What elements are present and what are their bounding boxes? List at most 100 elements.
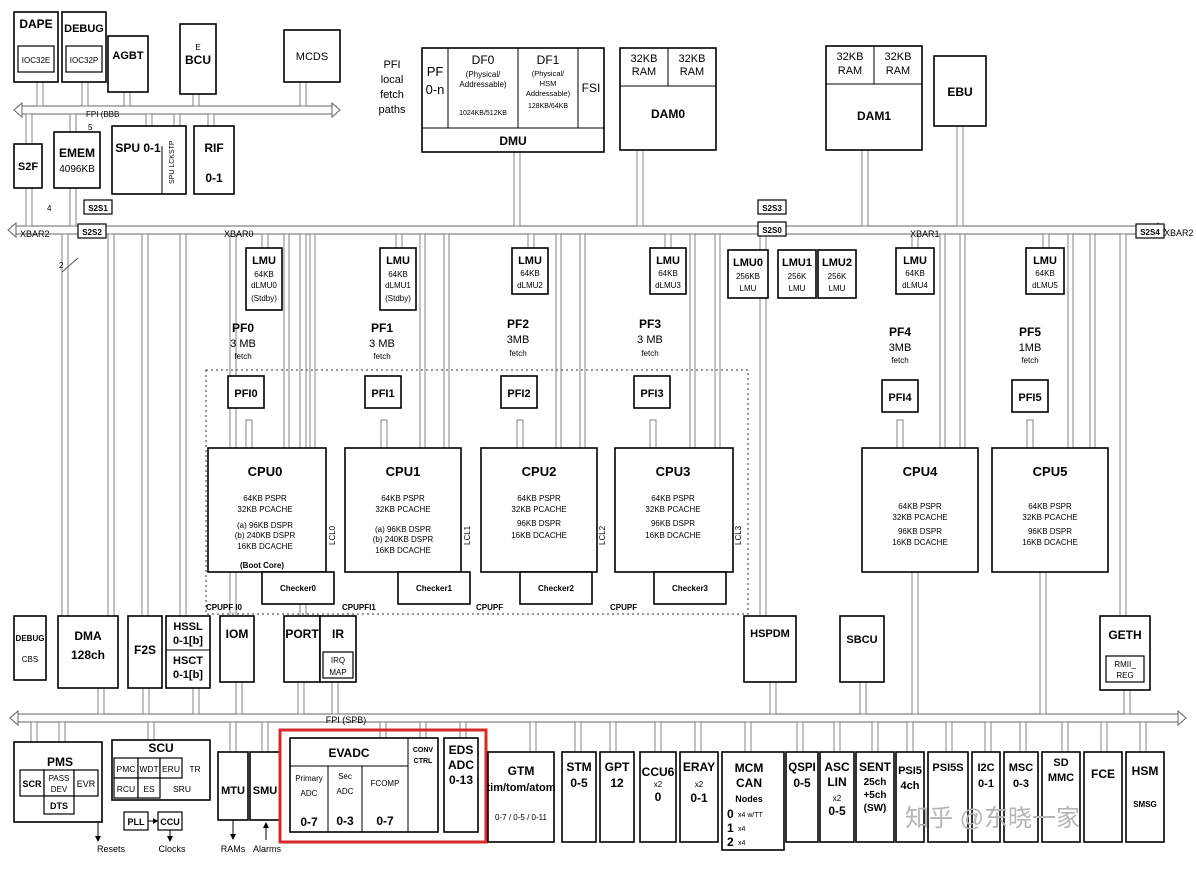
df1-label: DF1: [537, 53, 560, 67]
cpu5-name: CPU5: [1033, 464, 1068, 479]
dma-channels: 128ch: [71, 648, 105, 662]
sdmmc-block: SD MMC: [1041, 751, 1081, 843]
dam1-label: DAM1: [857, 109, 891, 123]
dlmu4-name: LMU: [903, 255, 927, 267]
iom-label: IOM: [226, 627, 249, 641]
gpt-label: GPT: [605, 760, 630, 774]
rcu-label: RCU: [117, 784, 135, 794]
pf1-size: 3 MB: [369, 338, 395, 350]
fce-label: FCE: [1091, 767, 1115, 781]
dlmu0-name: LMU: [252, 255, 276, 267]
primary-adc-range: 0-7: [300, 815, 318, 829]
sru-label: SRU: [173, 784, 191, 794]
cpu1-line5: 16KB DCACHE: [375, 546, 431, 555]
mcmcan-node1-desc: x4: [738, 826, 746, 833]
df1-sub2: HSM: [540, 79, 557, 88]
lmu1-size: 256K: [788, 272, 807, 281]
cpu4-line3: 96KB DSPR: [898, 527, 942, 536]
emem-block: EMEM 4096KB: [53, 131, 101, 189]
cpu0-name: CPU0: [248, 464, 283, 479]
sent-sw: (SW): [864, 803, 887, 814]
dam0-ram1-size: 32KB: [631, 53, 658, 65]
pf0-group: PF0 3 MB fetch PFI0: [227, 321, 265, 409]
gpt-block: GPT 12: [599, 751, 635, 843]
hsm-label: HSM: [1132, 764, 1159, 778]
cpu2-name: CPU2: [522, 464, 557, 479]
pfi1-label: PFI1: [371, 388, 394, 400]
dlmu1-stdby: (Stdby): [385, 294, 411, 303]
gpt-count: 12: [610, 776, 624, 790]
geth-block: GETH RMII_ REG: [1099, 615, 1151, 691]
lmu2-name: LMU2: [822, 257, 852, 269]
pf2-fetch: fetch: [509, 349, 526, 358]
pf5-name: PF5: [1019, 325, 1041, 339]
hssl-range: 0-1[b]: [173, 635, 203, 647]
evr-label: EVR: [77, 779, 96, 789]
bcu-label: BCU: [185, 53, 211, 67]
pfi-paths-line2: local: [381, 74, 404, 86]
hsct-label: HSCT: [173, 655, 203, 667]
rams-label: RAMs: [221, 844, 246, 854]
spu-lckstp-label: SPU LCKSTP: [169, 140, 176, 184]
pf2-group: PF2 3MB fetch PFI2: [500, 317, 538, 409]
cpu1-block: CPU1 64KB PSPR 32KB PCACHE (a) 96KB DSPR…: [342, 447, 472, 612]
emem-label: EMEM: [59, 146, 95, 160]
xbar0-label: XBAR0: [224, 229, 254, 239]
dlmu0-id: dLMU0: [251, 281, 277, 290]
sent-block: SENT 25ch +5ch (SW): [855, 751, 895, 843]
dlmu0-size: 64KB: [254, 270, 274, 279]
fpi-spb-bus: [9, 709, 1187, 727]
pf5-group: PF5 1MB fetch PFI5: [1011, 325, 1049, 413]
ioc32p-label: IOC32P: [70, 56, 98, 65]
dlmu1-id: dLMU1: [385, 281, 411, 290]
mtu-block: MTU: [217, 751, 249, 821]
pf1-name: PF1: [371, 321, 393, 335]
conv-ctrl-line2: CTRL: [414, 758, 433, 765]
f2s-label: F2S: [134, 643, 156, 657]
f2s-block: F2S: [127, 615, 163, 689]
scu-title: SCU: [148, 741, 173, 755]
dam0-ram2-size: 32KB: [679, 53, 706, 65]
lcl2-label: LCL2: [598, 525, 607, 545]
rmii-label: RMII_: [1114, 660, 1136, 669]
lmu0-name: LMU0: [733, 257, 763, 269]
agbt-block: AGBT: [107, 35, 149, 93]
cpu5-line4: 16KB DCACHE: [1022, 538, 1078, 547]
fcomp-label: FCOMP: [371, 779, 400, 788]
bus-width-2: 2: [59, 261, 64, 270]
s2s2-label: S2S2: [82, 228, 102, 237]
es-label: ES: [143, 784, 155, 794]
dlmu3-size: 64KB: [658, 269, 678, 278]
debug-cbs-block: DEBUG CBS: [13, 615, 47, 681]
dam1-ram2-label: RAM: [886, 65, 910, 77]
evadc-title: EVADC: [328, 746, 369, 760]
pfi-paths-text: PFI local fetch paths: [379, 59, 406, 116]
df1-size: 128KB/64KB: [528, 103, 568, 110]
cpu3-line3: 96KB DSPR: [651, 519, 695, 528]
port-label: PORT: [285, 627, 319, 641]
psi5-block: PSI5 4ch: [895, 751, 925, 843]
stm-block: STM 0-5: [561, 751, 597, 843]
dlmu5-block: LMU 64KB dLMU5: [1025, 247, 1065, 295]
s2f-block: S2F: [13, 143, 43, 189]
dlmu2-size: 64KB: [520, 269, 540, 278]
resets-label: Resets: [97, 844, 126, 854]
pf1-fetch: fetch: [373, 352, 390, 361]
df0-size: 1024KB/512KB: [459, 110, 507, 117]
mcds-block: MCDS: [283, 29, 341, 83]
pms-block: PMS SCR PASS DEV EVR DTS: [13, 741, 103, 823]
lmu2-type: LMU: [829, 284, 846, 293]
cbs-label: CBS: [22, 655, 38, 664]
sec-adc-line2: ADC: [337, 787, 354, 796]
s2s1-block: S2S1: [83, 199, 113, 215]
pf5-fetch: fetch: [1021, 356, 1038, 365]
s2s4-label: S2S4: [1140, 228, 1160, 237]
cpu0-line5: 16KB DCACHE: [237, 542, 293, 551]
dam1-block: 32KB RAM 32KB RAM DAM1: [825, 45, 923, 151]
cpu5-line1: 64KB PSPR: [1028, 502, 1072, 511]
dts-label: DTS: [50, 801, 68, 811]
hspdm-block: HSPDM: [743, 615, 797, 683]
cpu3-line2: 32KB PCACHE: [645, 505, 700, 514]
irq-label: IRQ: [331, 656, 345, 665]
dlmu3-name: LMU: [656, 255, 680, 267]
